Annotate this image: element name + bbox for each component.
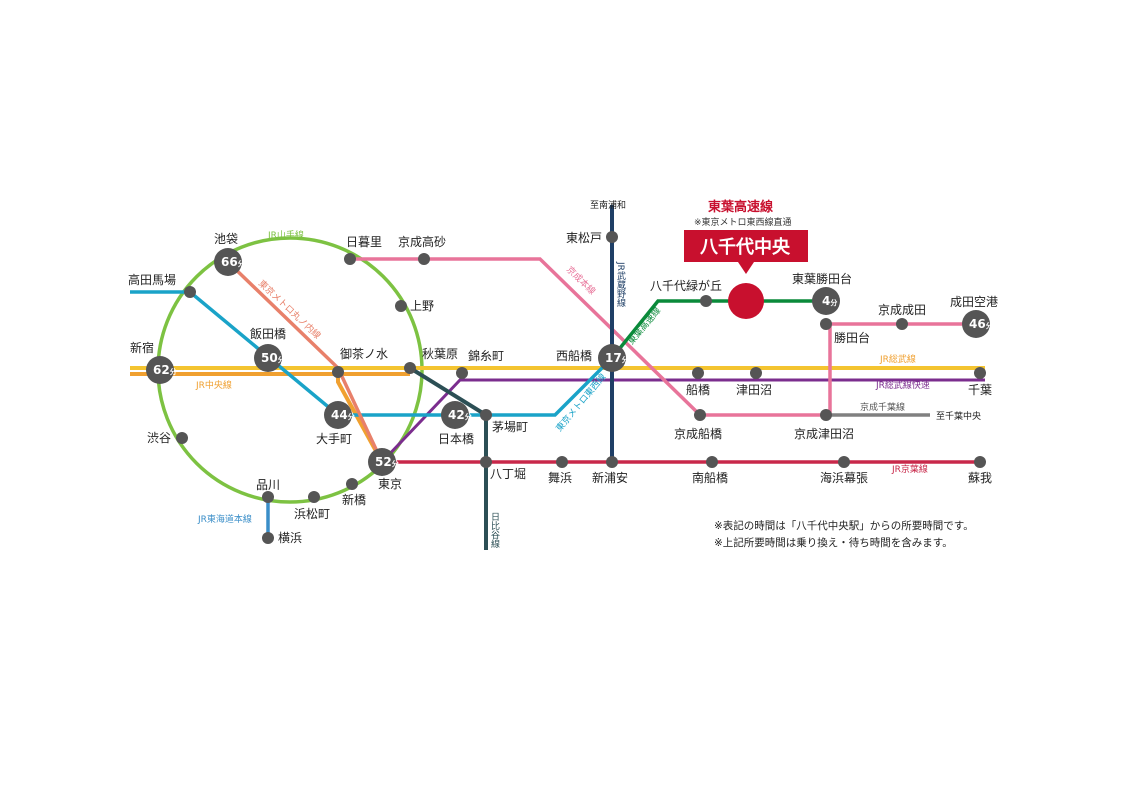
- destination-subtitle: ※東京メトロ東西線直通: [694, 216, 792, 228]
- badge-tokyo: 52分: [368, 448, 399, 476]
- note-1: ※表記の時間は「八千代中央駅」からの所要時間です。: [714, 519, 974, 532]
- label-to-minami-urawa: 至南浦和: [590, 199, 626, 211]
- label-maihama: 舞浜: [548, 471, 572, 485]
- marunouchi-line: [226, 260, 384, 463]
- label-hatchobori: 八丁堀: [490, 466, 526, 481]
- badge-ikebukuro: 66分: [214, 248, 245, 276]
- badge-toyo-katsutadai: 4分: [812, 287, 840, 315]
- label-funabashi: 船橋: [686, 383, 710, 397]
- label-musashino: JR武蔵野線: [615, 261, 626, 307]
- badge-otemachi: 44分: [324, 401, 355, 429]
- label-narita-airport: 成田空港: [950, 295, 998, 309]
- label-keisei-chiba: 京成千葉線: [860, 401, 905, 413]
- label-kayabacho: 茅場町: [492, 420, 528, 434]
- keisei-main-line: [350, 257, 830, 417]
- note-2: ※上記所要時間は乗り換え・待ち時間を含みます。: [714, 536, 953, 549]
- label-to-chiba-chuo: 至千葉中央: [936, 410, 981, 422]
- label-keisei-takasago: 京成高砂: [398, 234, 446, 249]
- svg-text:62分: 62分: [153, 363, 177, 377]
- svg-text:66分: 66分: [221, 255, 245, 269]
- svg-text:42分: 42分: [448, 408, 472, 422]
- label-kinshicho: 錦糸町: [468, 348, 504, 363]
- label-minami-funabashi: 南船橋: [692, 470, 728, 485]
- label-nippori: 日暮里: [346, 235, 382, 249]
- badge-narita-airport: 46分: [962, 310, 993, 338]
- label-kaihin-makuhari: 海浜幕張: [820, 470, 868, 485]
- label-takadanobaba: 高田馬場: [128, 272, 176, 287]
- label-iidabashi: 飯田橋: [250, 326, 286, 341]
- label-shin-urayasu: 新浦安: [592, 470, 628, 485]
- badge-iidabashi: 50分: [254, 344, 285, 372]
- svg-text:17分: 17分: [605, 351, 629, 365]
- label-keisei-tsudanuma: 京成津田沼: [794, 427, 854, 441]
- label-toyo-rapid: 東葉高速線: [625, 305, 663, 347]
- label-yamanote: JR山手線: [267, 229, 304, 241]
- label-akihabara: 秋葉原: [422, 347, 458, 361]
- label-chuo: JR中央線: [195, 379, 232, 391]
- label-ochanomizu: 御茶ノ水: [340, 346, 388, 361]
- svg-text:46分: 46分: [969, 317, 993, 331]
- label-keiyo: JR京葉線: [891, 463, 928, 475]
- label-shinjuku: 新宿: [130, 340, 154, 355]
- label-ueno: 上野: [410, 299, 434, 313]
- toyo-rapid-line: [610, 299, 830, 360]
- label-ikebukuro: 池袋: [214, 232, 238, 246]
- destination-station-name: 八千代中央: [700, 236, 791, 258]
- badge-nihonbashi: 42分: [441, 401, 472, 429]
- sobu-rapid-line: [380, 378, 985, 464]
- svg-text:50分: 50分: [261, 351, 285, 365]
- label-hamamatsucho: 浜松町: [294, 507, 330, 521]
- label-tokyo: 東京: [378, 477, 402, 491]
- label-otemachi: 大手町: [316, 432, 352, 446]
- label-tokaido: JR東海道本線: [197, 513, 252, 525]
- label-katsutadai: 勝田台: [834, 330, 870, 345]
- hibiya-line: [408, 366, 488, 550]
- station-nodes: [176, 231, 986, 544]
- label-shinbashi: 新橋: [342, 492, 366, 507]
- label-chiba: 千葉: [968, 383, 992, 397]
- label-keisei-narita: 京成成田: [878, 303, 926, 317]
- label-keisei-funabashi: 京成船橋: [674, 427, 722, 441]
- destination-label-box: 八千代中央: [684, 230, 808, 274]
- destination-line-name: 東葉高速線: [708, 199, 774, 215]
- label-shibuya: 渋谷: [147, 431, 171, 445]
- label-soga: 蘇我: [968, 471, 992, 485]
- label-nihonbashi: 日本橋: [438, 432, 474, 446]
- label-tsudanuma: 津田沼: [736, 383, 772, 397]
- label-hibiya: 日比谷線: [489, 512, 500, 548]
- svg-text:52分: 52分: [375, 455, 399, 469]
- label-keisei-main: 京成本線: [564, 264, 598, 298]
- label-higashi-matsudo: 東松戸: [566, 231, 602, 245]
- label-shinagawa: 品川: [256, 478, 280, 492]
- destination-node: [728, 283, 764, 319]
- label-sobu: JR総武線: [879, 353, 916, 365]
- badge-shinjuku: 62分: [146, 356, 177, 384]
- label-nishi-funabashi: 西船橋: [556, 349, 592, 363]
- label-sobu-rapid: JR総武線快速: [875, 379, 930, 391]
- badge-nishi-funabashi: 17分: [598, 344, 629, 372]
- label-toyo-katsutadai: 東葉勝田台: [792, 271, 852, 286]
- svg-text:44分: 44分: [331, 408, 355, 422]
- label-yokohama: 横浜: [278, 531, 302, 545]
- label-yachiyo-midorigaoka: 八千代緑が丘: [650, 278, 722, 293]
